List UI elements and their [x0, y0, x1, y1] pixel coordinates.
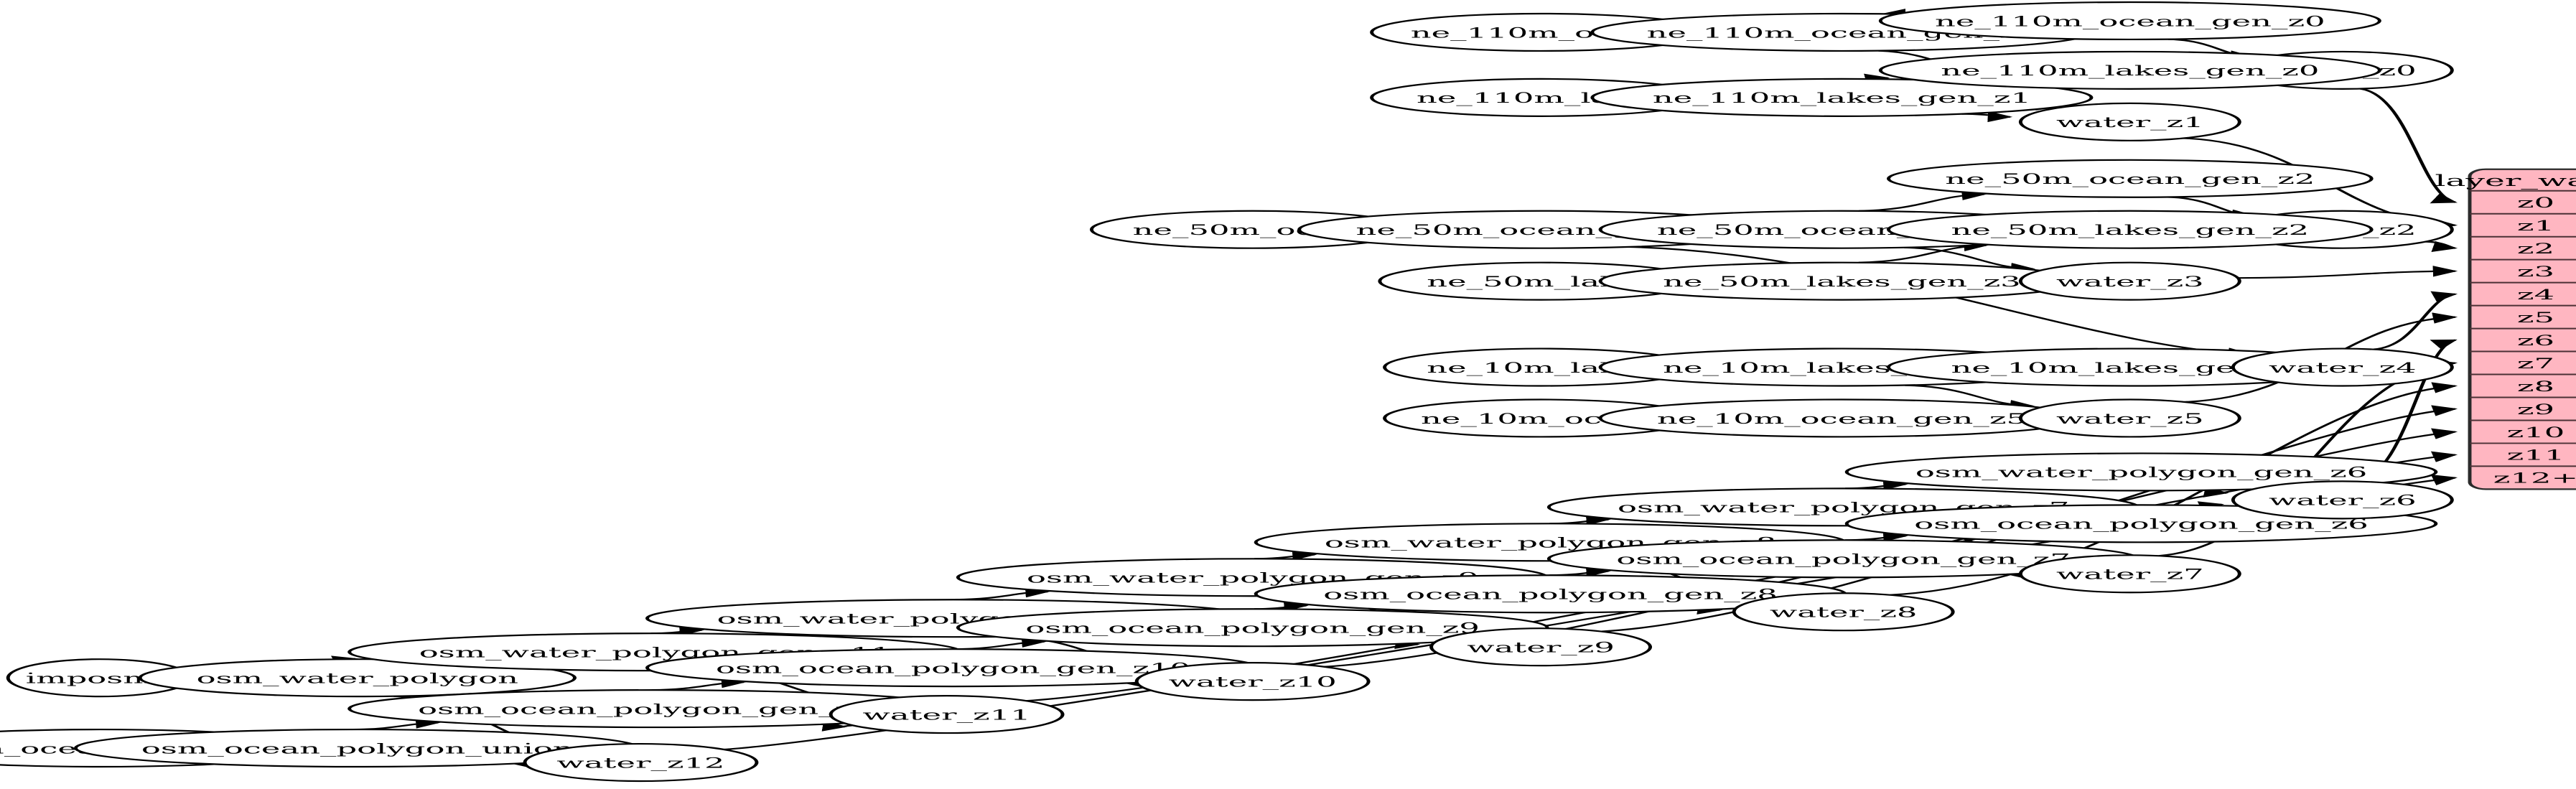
node-shape: [1134, 662, 1371, 701]
node-water_z8[interactable]: water_z8: [1732, 592, 1955, 632]
node-shape: [2018, 261, 2241, 301]
node-ne_110m_ocean_gen_z0[interactable]: ne_110m_ocean_gen_z0: [1878, 1, 2381, 41]
node-shape: [1886, 159, 2374, 198]
edge-osm_ocean_polygon_gen_z11-to-osm_ocean_polygon_gen_z10: [651, 676, 747, 691]
edge-osm_ocean_polygon_union-to-osm_ocean_polygon_gen_z11: [353, 717, 441, 731]
node-shape: [1886, 210, 2374, 249]
node-shape: [2231, 480, 2454, 520]
node-shape: [1844, 452, 2438, 492]
node-shape: [1429, 627, 1653, 667]
edge-osm_water_polygon_gen_z10-to-osm_water_polygon_gen_z9: [955, 586, 1050, 601]
node-shape: [523, 742, 759, 783]
node-shape: [1878, 1, 2381, 41]
edge-osm_ocean_polygon_gen_z10-to-osm_ocean_polygon_gen_z9: [955, 636, 1047, 650]
node-shape: [2018, 398, 2241, 438]
edge-ne_50m_ocean_gen_z3-to-ne_50m_ocean_gen_z2: [1859, 189, 1987, 212]
node-water_z10[interactable]: water_z10: [1134, 662, 1371, 701]
edge-water_z2-to-layer_water-z2: [2425, 241, 2458, 253]
node-shape: [2018, 102, 2241, 141]
node-water_z7[interactable]: water_z7: [2018, 554, 2241, 594]
node-ne_50m_lakes_gen_z2[interactable]: ne_50m_lakes_gen_z2: [1886, 210, 2374, 249]
node-shape: [1598, 261, 2086, 301]
node-water_z9[interactable]: water_z9: [1429, 627, 1653, 667]
node-water_z3[interactable]: water_z3: [2018, 261, 2241, 301]
record-node-layer: layer_waterz0z1z2z3z4z5z6z7z8z9z10z11z12…: [2435, 168, 2576, 490]
node-shape: [829, 695, 1065, 734]
node-water_z11[interactable]: water_z11: [829, 695, 1065, 734]
node-ne_10m_ocean_gen_z5[interactable]: ne_10m_ocean_gen_z5: [1598, 398, 2086, 438]
node-ne_50m_lakes_gen_z3[interactable]: ne_50m_lakes_gen_z3: [1598, 261, 2086, 301]
node-shape: [138, 658, 577, 698]
edge-water_z3-to-layer_water-z3: [2238, 266, 2458, 279]
node-water_z4[interactable]: water_z4: [2231, 347, 2454, 387]
node-shape: [2018, 554, 2241, 594]
node-ne_50m_ocean_gen_z2[interactable]: ne_50m_ocean_gen_z2: [1886, 159, 2374, 198]
edge-ne_50m_ocean_gen_z4-to-water_z4: [1628, 246, 2253, 359]
node-shape: [1590, 78, 2094, 117]
node-water_z1[interactable]: water_z1: [2018, 102, 2241, 141]
node-ne_110m_lakes_gen_z0[interactable]: ne_110m_lakes_gen_z0: [1878, 50, 2381, 90]
node-shape: [1598, 398, 2086, 438]
record-node-layer-water[interactable]: layer_waterz0z1z2z3z4z5z6z7z8z9z10z11z12…: [2435, 168, 2576, 490]
node-shape: [2231, 347, 2454, 387]
node-shape: [1732, 592, 1955, 632]
node-water_z6[interactable]: water_z6: [2231, 480, 2454, 520]
edge-water_z0-to-layer_water-z0: [2359, 88, 2458, 204]
edge-ne_50m_lakes_gen_z3-to-ne_50m_lakes_gen_z2: [1858, 240, 1989, 263]
node-water_z12[interactable]: water_z12: [523, 742, 759, 783]
node-water_z5[interactable]: water_z5: [2018, 398, 2241, 438]
node-shape: [1878, 50, 2381, 90]
